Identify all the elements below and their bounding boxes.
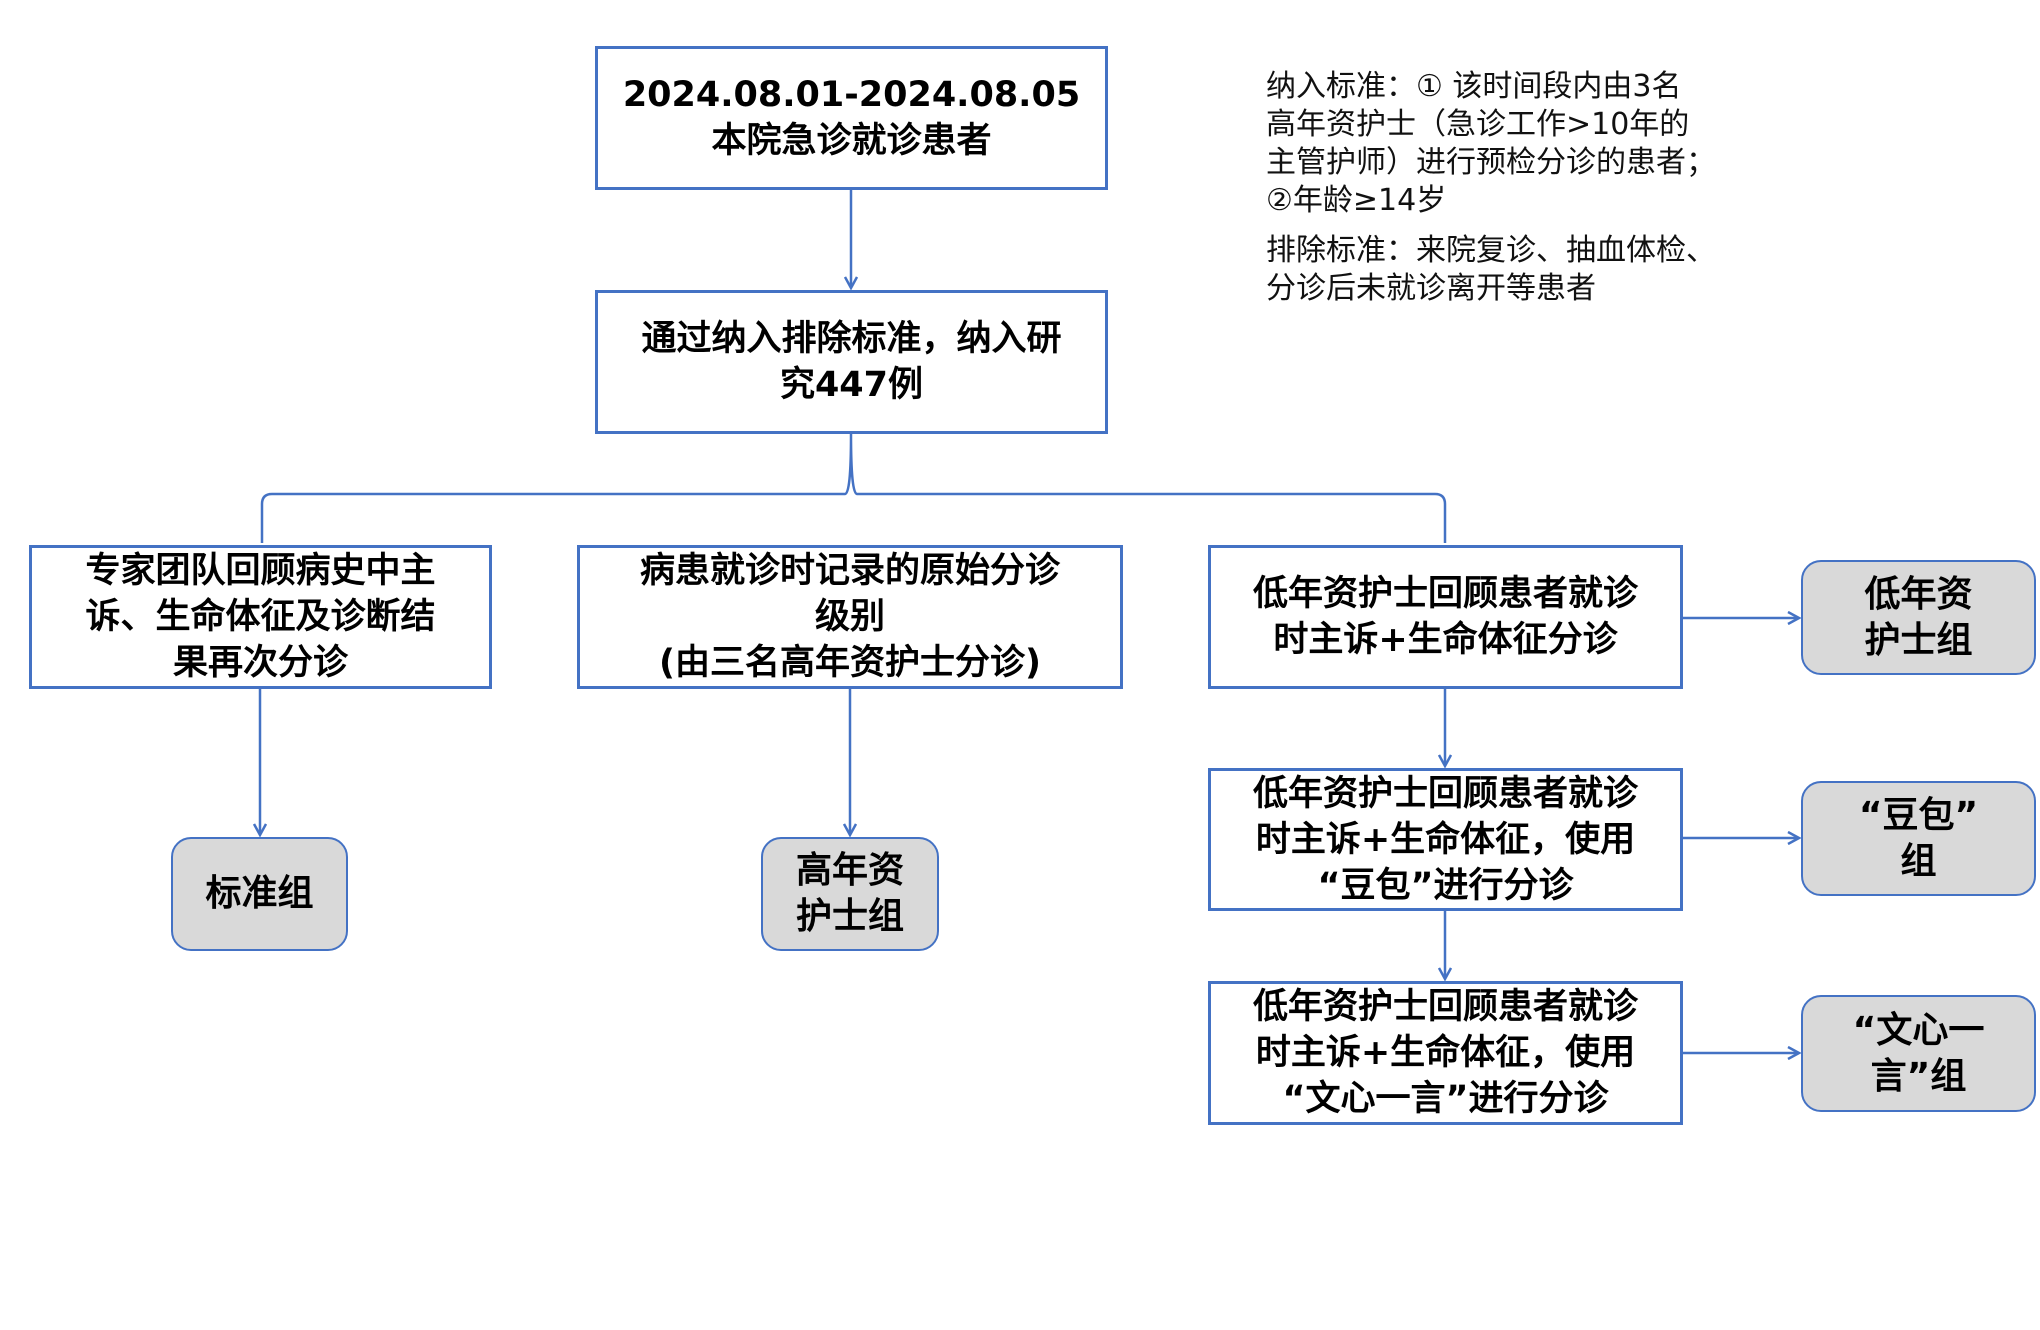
doubao-group: “豆包” 组: [1801, 781, 2036, 896]
exclusion-criteria: 排除标准：来院复诊、抽血体检、 分诊后未就诊离开等患者: [1266, 233, 1716, 306]
doubao-triage-box: 低年资护士回顾患者就诊 时主诉+生命体征，使用 “豆包”进行分诊: [1208, 768, 1683, 911]
standard-group: 标准组: [171, 837, 348, 951]
enrolled-box: 通过纳入排除标准，纳入研 究447例: [595, 290, 1108, 434]
junior-nurse-group: 低年资 护士组: [1801, 560, 2036, 675]
expert-review-box: 专家团队回顾病史中主 诉、生命体征及诊断结 果再次分诊: [29, 545, 492, 689]
original-triage-box: 病患就诊时记录的原始分诊 级别 (由三名高年资护士分诊): [577, 545, 1123, 689]
wenxin-group: “文心一 言”组: [1801, 995, 2036, 1112]
senior-nurse-group: 高年资 护士组: [761, 837, 939, 951]
inclusion-criteria: 纳入标准：① 该时间段内由3名 高年资护士（急诊工作>10年的 主管护师）进行预…: [1266, 69, 1716, 218]
source-patients-box: 2024.08.01-2024.08.05 本院急诊就诊患者: [595, 46, 1108, 190]
wenxin-triage-box: 低年资护士回顾患者就诊 时主诉+生命体征，使用 “文心一言”进行分诊: [1208, 981, 1683, 1125]
junior-nurse-box: 低年资护士回顾患者就诊 时主诉+生命体征分诊: [1208, 545, 1683, 689]
branch-bracket: [260, 433, 1447, 543]
